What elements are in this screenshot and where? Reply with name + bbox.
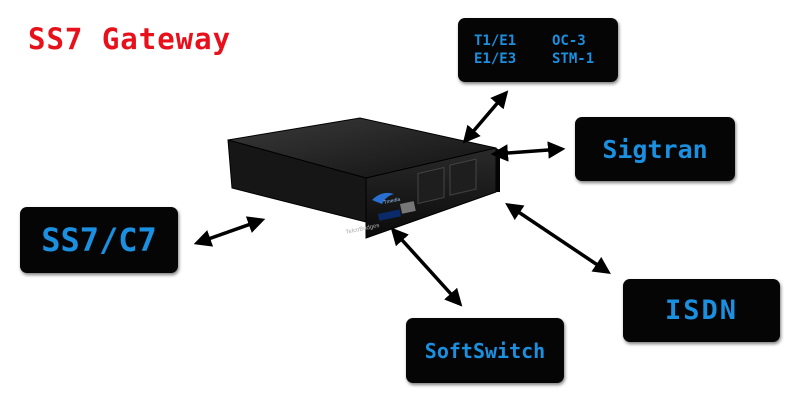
arrow-ss7-connection xyxy=(193,216,266,247)
device-ports xyxy=(400,201,416,214)
sigtran-box: Sigtran xyxy=(575,117,735,181)
device-logo-icon xyxy=(372,192,394,204)
arrow-isdn-connection xyxy=(505,203,611,274)
stm1-label: STM-1 xyxy=(552,51,595,67)
isdn-label: ISDN xyxy=(664,295,739,326)
isdn-box: ISDN xyxy=(623,279,780,342)
sigtran-label: Sigtran xyxy=(602,134,708,164)
softswitch-label: SoftSwitch xyxy=(424,338,546,363)
t1-e1-box: T1/E1 OC-3 E1/E3 STM-1 xyxy=(458,18,618,82)
e1-e3-label: E1/E3 xyxy=(474,51,517,67)
device-display xyxy=(378,209,401,221)
fan-vent-2 xyxy=(449,158,477,196)
softswitch-box: SoftSwitch xyxy=(406,318,564,383)
ss7-c7-label: SS7/C7 xyxy=(41,221,157,259)
arrow-sigtran-connection xyxy=(490,141,566,162)
gateway-device: Tmedia TelcoBridges xyxy=(227,117,500,239)
arrow-t1-connection xyxy=(462,90,509,144)
page-title: SS7 Gateway xyxy=(28,22,232,56)
arrow-softswitch-connection xyxy=(390,227,463,307)
device-model-logo: Tmedia xyxy=(383,197,401,206)
oc3-label: OC-3 xyxy=(552,33,586,49)
fan-vent-1 xyxy=(417,166,445,205)
t1-e1-label: T1/E1 xyxy=(474,33,517,49)
ss7-c7-box: SS7/C7 xyxy=(20,207,178,273)
